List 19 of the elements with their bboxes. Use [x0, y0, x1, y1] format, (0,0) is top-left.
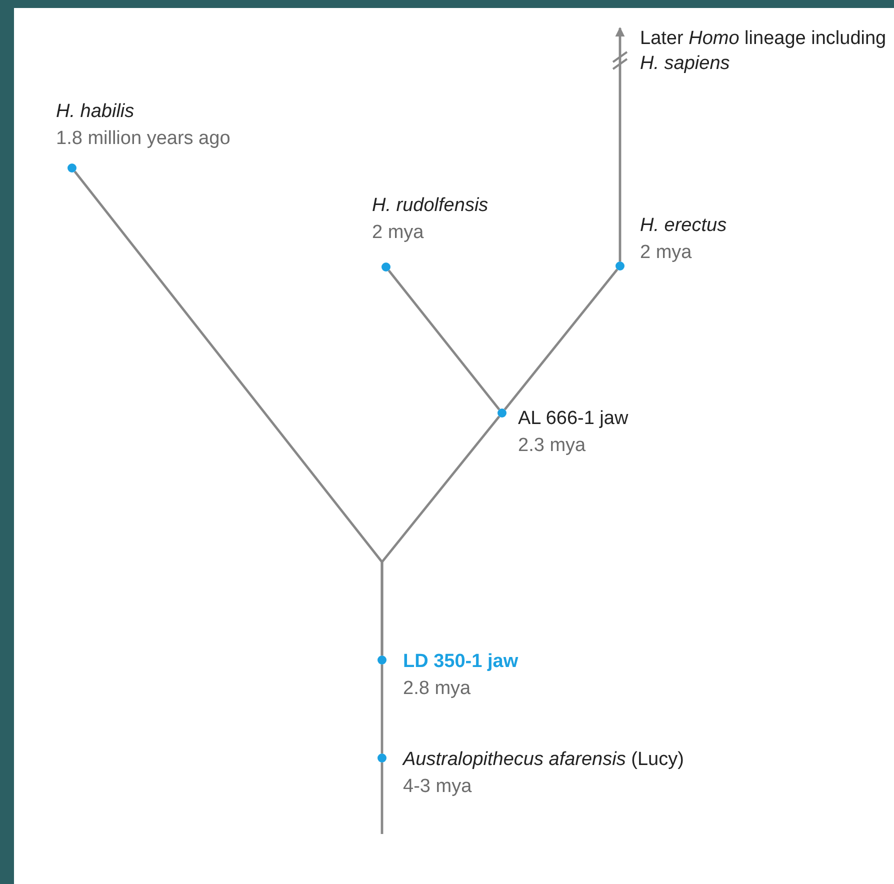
branch-line	[380, 762, 384, 834]
branch-line	[504, 268, 618, 410]
date-label: 1.8 million years ago	[56, 127, 230, 151]
date-label: 2.8 mya	[403, 677, 472, 701]
branch-line	[380, 416, 500, 656]
species-name: LD 350-1 jaw	[403, 650, 518, 674]
species-name: H. habilis	[56, 100, 136, 124]
date-label: 2 mya	[640, 241, 693, 265]
species-name: Australopithecus afarensis (Lucy)	[403, 748, 684, 772]
branch-line	[380, 664, 384, 754]
date-label: 2 mya	[372, 221, 425, 245]
species-name: H. rudolfensis	[372, 194, 488, 218]
date-label: 4-3 mya	[403, 775, 473, 799]
species-name: AL 666-1 jaw	[518, 407, 628, 431]
branch-line	[388, 270, 500, 410]
branch-line	[615, 27, 625, 262]
lineage-label: Later Homo lineage including H. sapiens	[640, 28, 886, 74]
species-name: H. erectus	[640, 214, 727, 238]
date-label: 2.3 mya	[518, 434, 587, 458]
